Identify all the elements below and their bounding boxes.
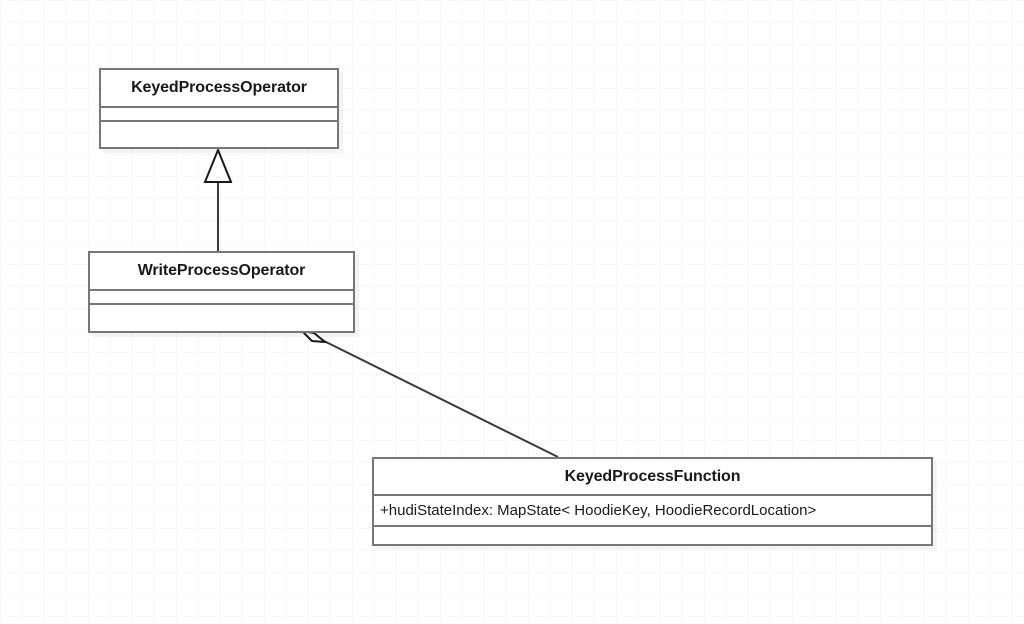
uml-class-keyed-process-function[interactable]: KeyedProcessFunction +hudiStateIndex: Ma… [372,457,933,546]
hollow-triangle-arrowhead [203,147,233,183]
operations-compartment [101,122,337,147]
class-name-keyed-process-function: KeyedProcessFunction [374,459,931,496]
attributes-compartment [101,108,337,122]
class-name-write-process-operator: WriteProcessOperator [90,253,353,291]
uml-class-write-process-operator[interactable]: WriteProcessOperator [88,251,355,333]
operations-compartment [90,305,353,331]
operations-compartment [374,527,931,548]
uml-class-keyed-process-operator[interactable]: KeyedProcessOperator [99,68,339,149]
attribute-row: +hudiStateIndex: MapState< HoodieKey, Ho… [374,496,931,527]
aggregation-connector [299,329,559,458]
generalization-connector [203,147,233,251]
attributes-compartment [90,291,353,305]
class-name-keyed-process-operator: KeyedProcessOperator [101,70,337,108]
